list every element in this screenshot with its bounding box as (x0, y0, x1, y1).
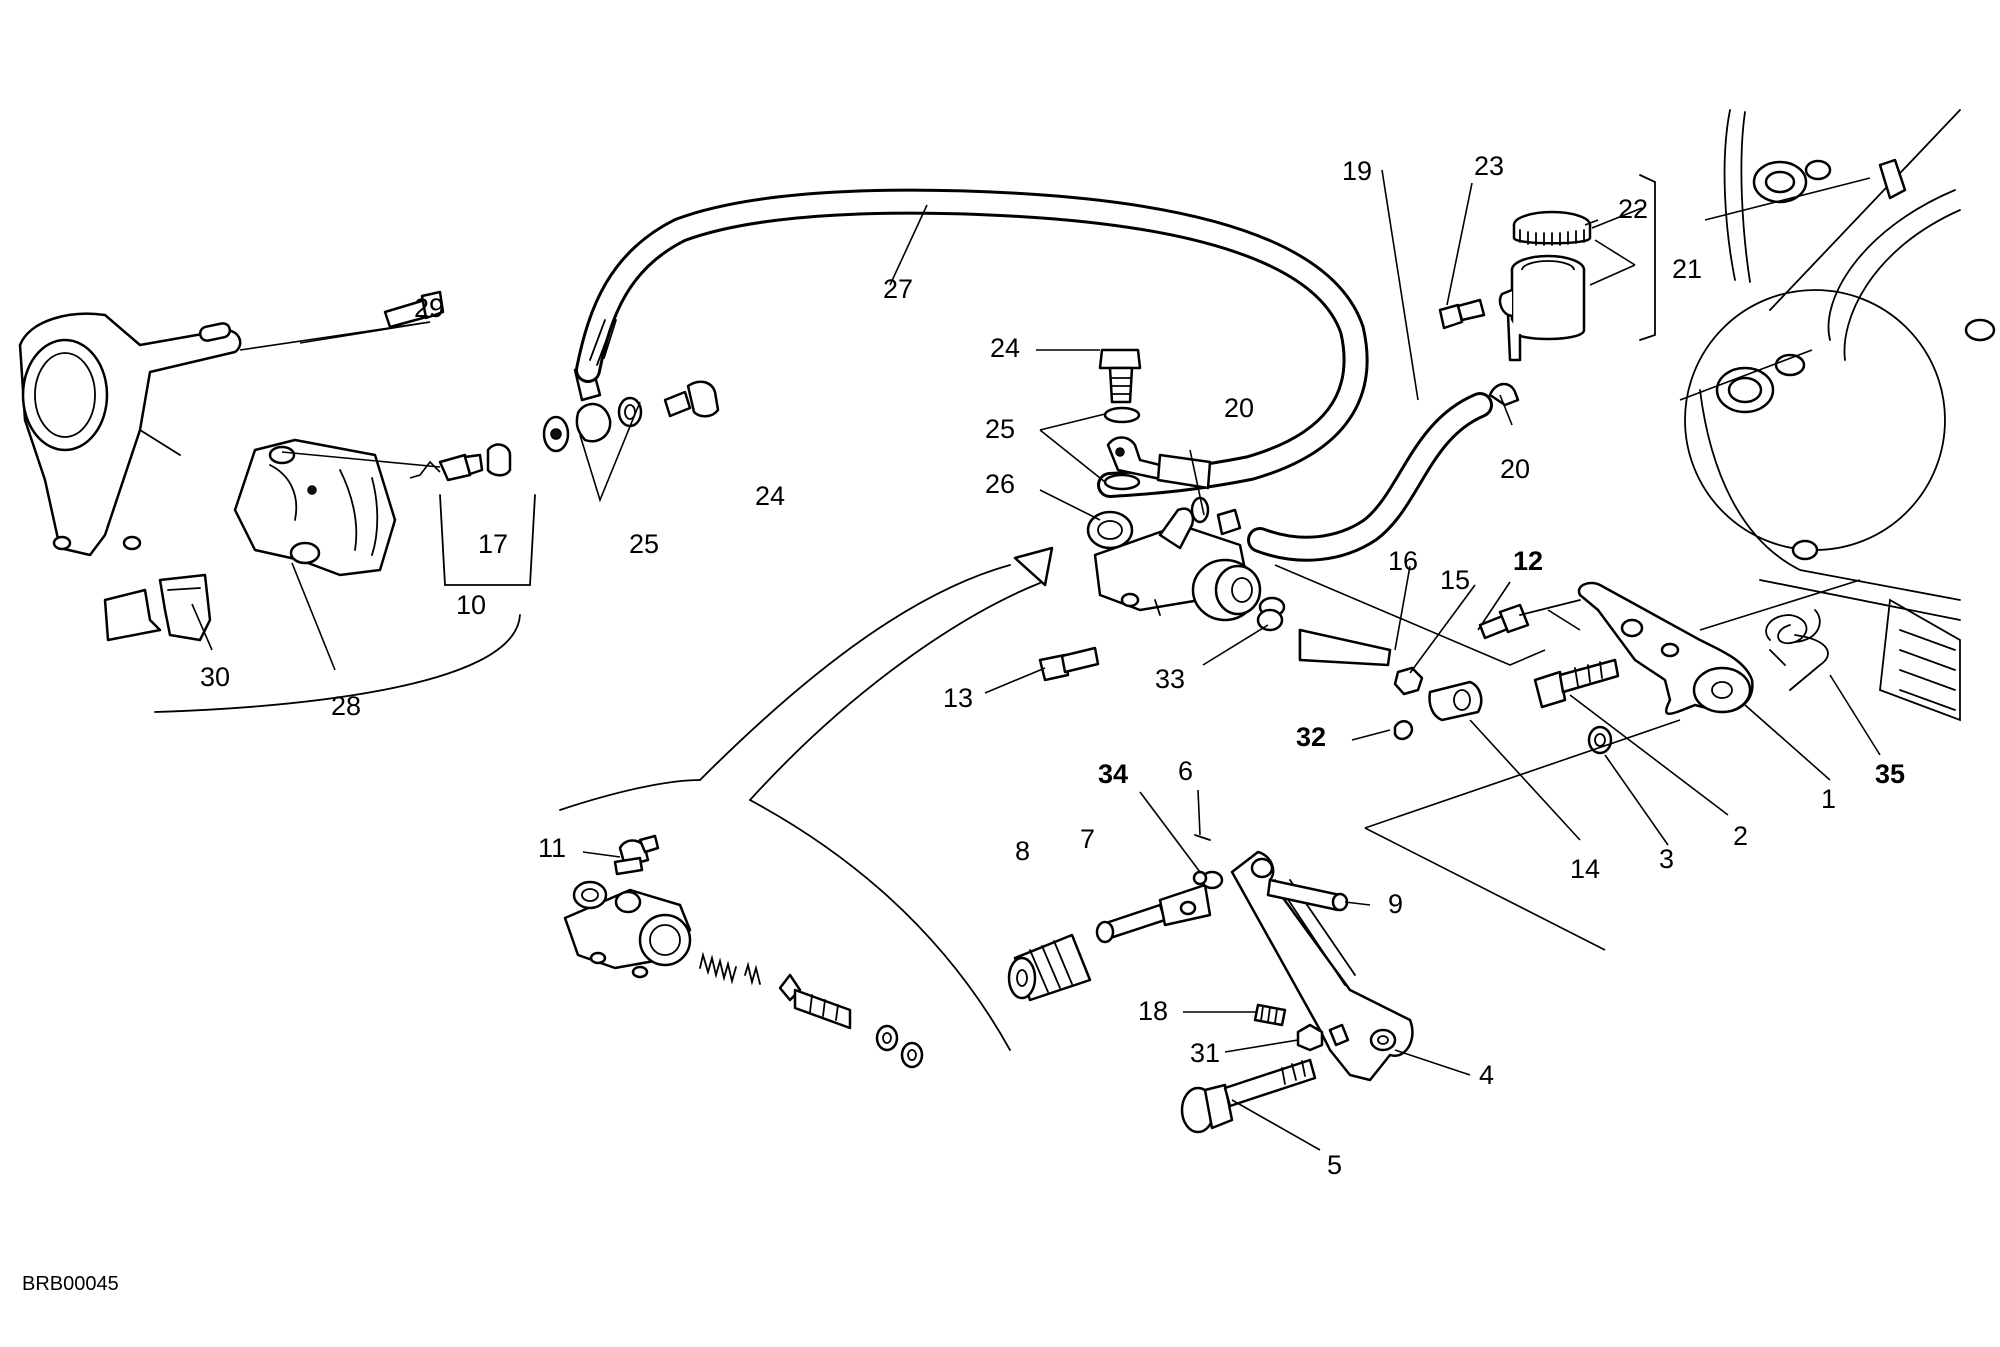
callout-2: 2 (1733, 821, 1748, 851)
master-cylinder-exploded (563, 880, 692, 979)
callout-20-a: 20 (1224, 393, 1254, 423)
callout-labels: 1 2 3 4 5 6 7 8 9 10 11 12 13 14 15 16 1… (200, 151, 1905, 1180)
brake-hose-27 (575, 188, 1369, 498)
callout-32: 32 (1296, 722, 1326, 752)
pedal-lever-1 (1519, 581, 1754, 715)
callout-28: 28 (331, 691, 361, 721)
pushrod-16 (1298, 628, 1392, 667)
callout-7: 7 (1080, 824, 1095, 854)
bolt-29 (383, 290, 445, 329)
bolt-13 (1038, 646, 1100, 682)
nut-15 (1393, 666, 1424, 696)
diagram-code: BRB00045 (22, 1273, 119, 1295)
callout-27: 27 (883, 274, 913, 304)
fitting-33 (1256, 608, 1284, 632)
bleed-valve (438, 443, 512, 482)
callout-11: 11 (538, 833, 566, 863)
callout-6: 6 (1178, 756, 1193, 786)
callout-22: 22 (1618, 194, 1648, 224)
callout-25-a: 25 (985, 414, 1015, 444)
callout-26: 26 (985, 469, 1015, 499)
callout-20-b: 20 (1500, 454, 1530, 484)
pivot-pin-9 (1266, 878, 1349, 912)
pushrod-7 (1095, 870, 1224, 944)
brake-pedal-4 (1230, 850, 1414, 1082)
callout-12: 12 (1513, 546, 1543, 576)
callout-31: 31 (1190, 1038, 1220, 1068)
adjuster-screw-18 (1253, 1003, 1287, 1027)
callout-19: 19 (1342, 156, 1372, 186)
bolt-2 (1533, 658, 1620, 709)
hose-fitting-center (1106, 436, 1212, 490)
banjo-fitting-left (542, 363, 720, 453)
washer-3 (1587, 725, 1613, 755)
leader-lines (154, 169, 1881, 1151)
callout-29: 29 (414, 293, 444, 323)
callout-23: 23 (1474, 151, 1504, 181)
callout-25-b: 25 (629, 529, 659, 559)
callout-17: 17 (478, 529, 508, 559)
screw-12 (1478, 603, 1530, 640)
callout-21: 21 (1672, 254, 1702, 284)
callout-33: 33 (1155, 664, 1185, 694)
callout-34: 34 (1098, 759, 1128, 789)
hose-clips-20 (1216, 382, 1520, 536)
engine-casing (1684, 109, 1996, 722)
master-cylinder-26 (1086, 496, 1286, 622)
callout-13: 13 (943, 683, 973, 713)
callout-15: 15 (1440, 565, 1470, 595)
banjo-bolt-24-top (1098, 348, 1142, 491)
piston-and-springs (699, 951, 924, 1069)
callout-16: 16 (1388, 546, 1418, 576)
callout-10: 10 (456, 590, 486, 620)
callout-1: 1 (1821, 784, 1836, 814)
callout-5: 5 (1327, 1150, 1342, 1180)
callout-3: 3 (1659, 844, 1674, 874)
return-spring-35 (1765, 609, 1829, 691)
callout-24-a: 24 (990, 333, 1020, 363)
assembly-arrow (559, 546, 1054, 1051)
callout-8: 8 (1015, 836, 1030, 866)
pivot-bolt-5 (1180, 1058, 1317, 1134)
screw-23 (1438, 298, 1486, 330)
callout-14: 14 (1570, 854, 1600, 884)
banjo-fitting-11 (613, 834, 660, 876)
reservoir-hose-19 (1247, 392, 1493, 562)
callout-24-b: 24 (755, 481, 785, 511)
callout-4: 4 (1479, 1060, 1494, 1090)
clevis-14 (1393, 680, 1483, 741)
brake-caliper (233, 438, 397, 577)
rubber-boot-8 (1007, 933, 1092, 1002)
callout-18: 18 (1138, 996, 1168, 1026)
reservoir-21 (1498, 210, 1592, 362)
callout-35: 35 (1875, 759, 1905, 789)
callout-9: 9 (1388, 889, 1403, 919)
callout-30: 30 (200, 662, 230, 692)
brake-pads (103, 573, 212, 642)
caliper-bracket (18, 312, 242, 557)
nut-31 (1296, 1023, 1324, 1052)
